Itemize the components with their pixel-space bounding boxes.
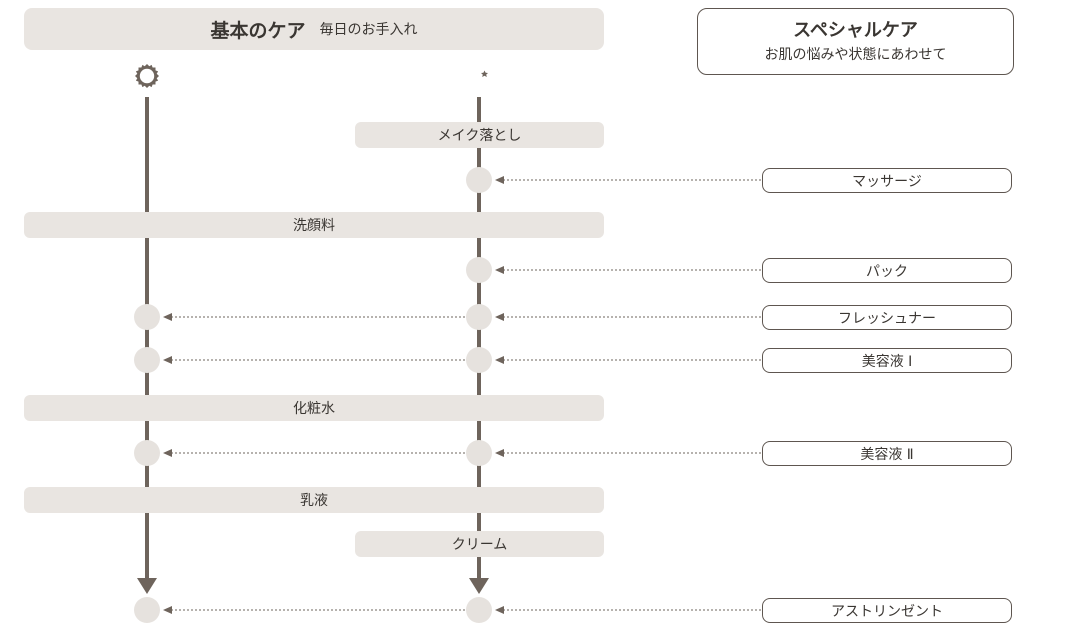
special-item-serum2: 美容液 Ⅱ [762, 441, 1012, 466]
arrowhead [495, 449, 504, 457]
basic-care-title: 基本のケア [210, 19, 306, 42]
basic-care-header: 基本のケア 毎日のお手入れ [24, 8, 604, 50]
special-item-massage: マッサージ [762, 168, 1012, 193]
arrowhead [163, 313, 172, 321]
step-cream: クリーム [355, 531, 604, 557]
morning-node-astringent [134, 597, 160, 623]
arrowhead [495, 176, 504, 184]
sun-icon [135, 64, 159, 88]
night-node-astringent [466, 597, 492, 623]
step-makeup-removal: メイク落とし [355, 122, 604, 148]
arrowhead [495, 266, 504, 274]
step-milk: 乳液 [24, 487, 604, 513]
arrowhead [163, 356, 172, 364]
arrowhead [495, 313, 504, 321]
morning-node-serum2 [134, 440, 160, 466]
moon-icon [469, 64, 488, 88]
step-toner: 化粧水 [24, 395, 604, 421]
night-arrowhead [469, 578, 489, 594]
night-node-serum1 [466, 347, 492, 373]
special-care-header: スペシャルケア お肌の悩みや状態にあわせて [697, 8, 1014, 75]
special-care-title: スペシャルケア [793, 19, 918, 41]
special-item-serum1: 美容液 Ⅰ [762, 348, 1012, 373]
special-item-astringent: アストリンゼント [762, 598, 1012, 623]
morning-node-freshener [134, 304, 160, 330]
arrowhead [163, 449, 172, 457]
night-node-serum2 [466, 440, 492, 466]
special-item-freshener: フレッシュナー [762, 305, 1012, 330]
night-node-pack [466, 257, 492, 283]
night-node-freshener [466, 304, 492, 330]
morning-node-serum1 [134, 347, 160, 373]
arrowhead [163, 606, 172, 614]
arrowhead [495, 606, 504, 614]
special-care-subtitle: お肌の悩みや状態にあわせて [764, 46, 947, 63]
step-cleanser: 洗顔料 [24, 212, 604, 238]
special-item-pack: パック [762, 258, 1012, 283]
morning-arrowhead [137, 578, 157, 594]
arrowhead [495, 356, 504, 364]
basic-care-subtitle: 毎日のお手入れ [319, 22, 418, 38]
night-node-massage [466, 167, 492, 193]
